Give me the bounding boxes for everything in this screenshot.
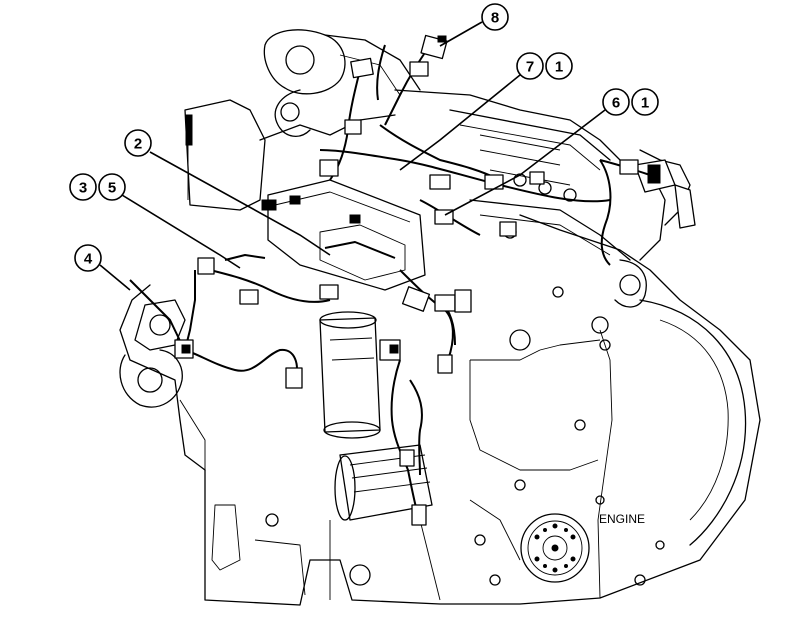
callout-3-5: 3 5 [69, 173, 241, 269]
callout-8-label: 8 [491, 10, 499, 27]
callout-2-label: 2 [134, 136, 142, 153]
callout-3-5-label-b: 5 [108, 180, 116, 197]
wiring-harness [129, 34, 661, 526]
callout-7-1: 7 1 [399, 52, 573, 171]
flywheel [520, 513, 590, 583]
callout-6-1-label-a: 6 [612, 95, 620, 112]
callout-8: 8 [439, 3, 509, 47]
callout-4-label: 4 [84, 251, 93, 268]
engine-block [119, 214, 761, 606]
cylinder-head [184, 29, 696, 351]
engine-label: ENGINE [599, 512, 645, 526]
oil-filter [319, 311, 381, 439]
callout-4: 4 [74, 244, 131, 291]
callout-7-1-label-b: 1 [555, 59, 563, 76]
callout-6-1: 6 1 [444, 88, 659, 216]
callout-7-1-label-a: 7 [526, 59, 534, 76]
callout-2: 2 [124, 129, 331, 256]
callout-6-1-label-b: 1 [641, 95, 649, 112]
callout-3-5-label-a: 3 [79, 180, 87, 197]
ecm-module [261, 179, 426, 291]
